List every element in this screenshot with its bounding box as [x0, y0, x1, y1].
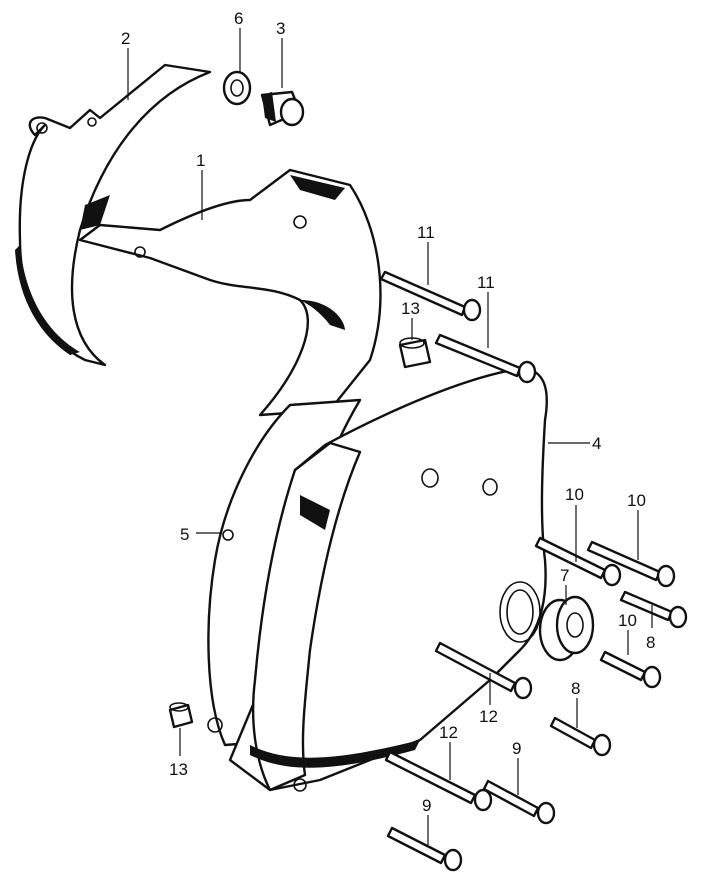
- part-10-bolt-c: [599, 650, 662, 689]
- callout-11-lower: 11: [477, 273, 495, 292]
- part-6-washer: [222, 70, 252, 106]
- callout-5: 5: [180, 525, 189, 544]
- leader-lines: [127, 28, 653, 845]
- callout-13-upper: 13: [401, 299, 420, 318]
- callout-8-lower: 8: [571, 679, 580, 698]
- part-2-chain-guard: [15, 63, 212, 367]
- part-13-dowel-lower: [168, 702, 194, 729]
- callout-9-upper: 9: [512, 739, 521, 758]
- callout-12-right: 12: [479, 707, 498, 726]
- callout-8-upper: 8: [646, 633, 655, 652]
- callout-10-lower: 10: [618, 611, 637, 630]
- part-8-screw-a: [619, 590, 688, 629]
- callout-9-lower: 9: [422, 796, 431, 815]
- part-3-collar: [260, 90, 305, 127]
- part-10-bolt-a: [534, 536, 622, 587]
- part-1-inner-cover: [78, 168, 382, 417]
- callout-4: 4: [592, 434, 601, 453]
- part-9-bolt-a: [482, 779, 556, 825]
- callout-1: 1: [196, 151, 205, 170]
- part-11-bolt-b: [434, 333, 537, 384]
- callout-13-lower: 13: [169, 760, 188, 779]
- callout-2: 2: [121, 29, 130, 48]
- part-10-bolt-b: [586, 540, 676, 588]
- callout-7: 7: [560, 566, 569, 585]
- part-12-bolt-a: [434, 641, 533, 700]
- part-7-bearing: [538, 595, 595, 662]
- part-13-dowel-upper: [398, 337, 432, 369]
- callout-10-right: 10: [627, 491, 646, 510]
- part-11-bolt-a: [379, 270, 482, 322]
- part-9-bolt-b: [386, 826, 463, 872]
- part-4-crankcase-cover: [228, 366, 548, 792]
- callout-11-upper: 11: [417, 223, 435, 242]
- part-12-bolt-b: [384, 750, 493, 812]
- callout-6: 6: [234, 9, 243, 28]
- callout-10-left: 10: [565, 485, 584, 504]
- callout-12-lower: 12: [439, 723, 458, 742]
- part-8-screw-b: [549, 716, 612, 757]
- callout-3: 3: [276, 19, 285, 38]
